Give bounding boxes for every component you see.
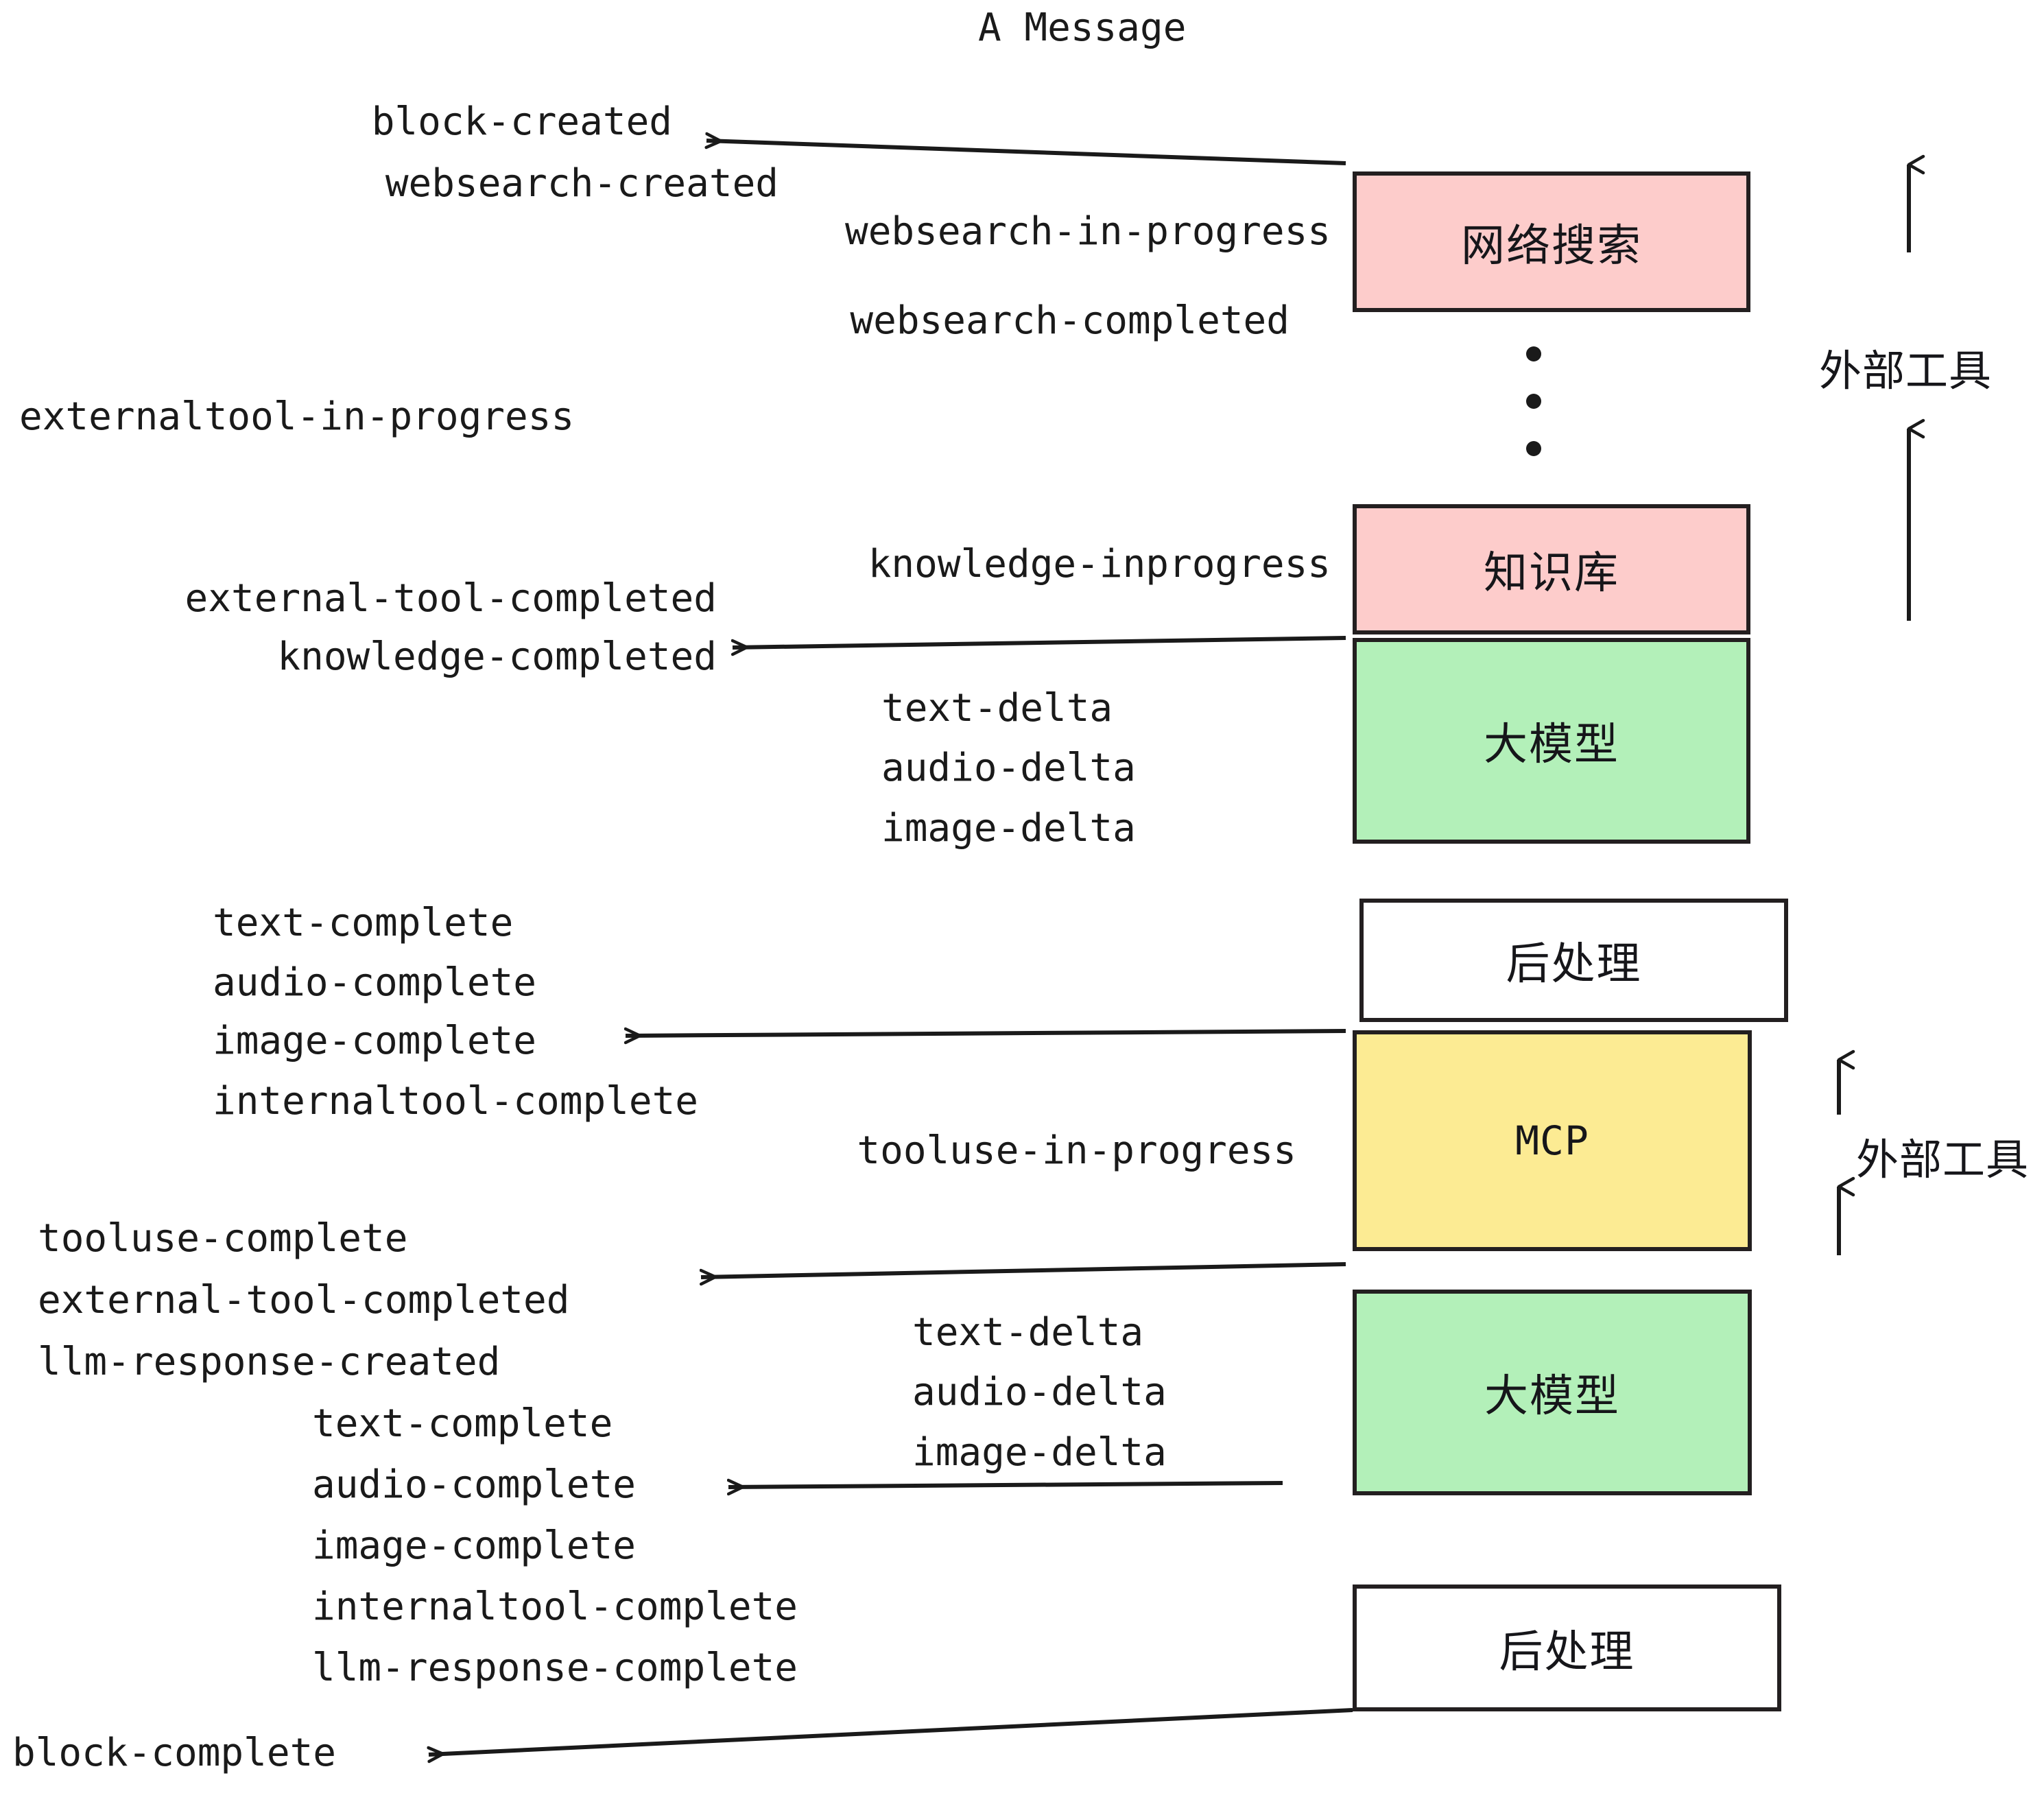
event-externaltool-in-progress: externaltool-in-progress [19,394,575,439]
event-knowledge-completed: knowledge-completed [277,634,717,679]
arrow-knowledge-to-knowledge-completed [733,636,1346,648]
event-audio-delta-2: audio-delta [912,1370,1167,1414]
event-audio-complete-2: audio-complete [312,1462,637,1507]
dot-1 [1526,346,1541,361]
node-postprocess-1-label: 后处理 [1506,939,1642,990]
event-image-complete-1: image-complete [213,1019,537,1063]
side-label-external-tools-top: 外部工具 [1819,336,1992,398]
node-llm-1[interactable]: 大模型 [1353,638,1750,844]
node-websearch[interactable]: 网络搜索 [1353,171,1750,312]
node-mcp-label: MCP [1515,1117,1589,1164]
arrow-llm2-to-audio-complete [728,1483,1283,1487]
side-label-external-tools-bottom: 外部工具 [1856,1125,2029,1187]
node-websearch-label: 网络搜索 [1461,220,1642,272]
node-postprocess-2[interactable]: 后处理 [1353,1585,1781,1711]
event-image-complete-2: image-complete [312,1523,637,1568]
side-label-external-tools-bottom-text: 外部工具 [1856,1135,2030,1185]
event-external-tool-completed-2: external-tool-completed [38,1278,570,1322]
node-llm-2[interactable]: 大模型 [1353,1290,1752,1495]
dot-2 [1526,394,1541,409]
node-mcp[interactable]: MCP [1353,1030,1752,1251]
node-llm-2-label: 大模型 [1484,1371,1620,1422]
event-text-complete-1: text-complete [213,901,514,945]
event-audio-delta-1: audio-delta [881,746,1136,790]
event-block-created: block-created [371,99,672,144]
side-label-external-tools-top-text: 外部工具 [1819,346,1993,396]
arrow-websearch-to-block-created [706,141,1346,165]
event-image-delta-2: image-delta [912,1430,1167,1475]
event-tooluse-in-progress: tooluse-in-progress [857,1128,1296,1173]
event-text-delta-1: text-delta [881,686,1113,731]
page-title: A Message [978,5,1187,50]
event-internaltool-complete-1: internaltool-complete [213,1079,699,1124]
event-block-complete: block-complete [12,1731,337,1775]
node-postprocess-1[interactable]: 后处理 [1359,899,1788,1022]
event-audio-complete-1: audio-complete [213,960,537,1005]
arrow-mcp-to-image-complete [626,1031,1346,1036]
arrow-mcp-to-tooluse-complete [701,1262,1346,1277]
dot-3 [1526,441,1541,456]
event-websearch-in-progress: websearch-in-progress [844,209,1331,254]
arrow-postproc2-to-block-complete [429,1708,1353,1755]
event-websearch-completed: websearch-completed [850,298,1290,343]
event-websearch-created: websearch-created [385,161,779,206]
vertical-ellipsis [1526,346,1541,456]
event-image-delta-1: image-delta [881,806,1136,851]
event-text-complete-2: text-complete [312,1401,613,1446]
node-postprocess-2-label: 后处理 [1499,1626,1635,1678]
node-llm-1-label: 大模型 [1484,720,1619,770]
event-external-tool-completed-1: external-tool-completed [185,576,717,621]
event-text-delta-2: text-delta [912,1310,1144,1355]
event-llm-response-complete: llm-response-complete [312,1646,798,1690]
node-knowledge[interactable]: 知识库 [1353,504,1750,634]
event-tooluse-complete: tooluse-complete [38,1216,408,1261]
event-llm-response-created: llm-response-created [38,1340,501,1384]
event-internaltool-complete-2: internaltool-complete [312,1585,798,1629]
node-knowledge-label: 知识库 [1484,548,1619,599]
event-knowledge-inprogress: knowledge-inprogress [868,542,1331,586]
